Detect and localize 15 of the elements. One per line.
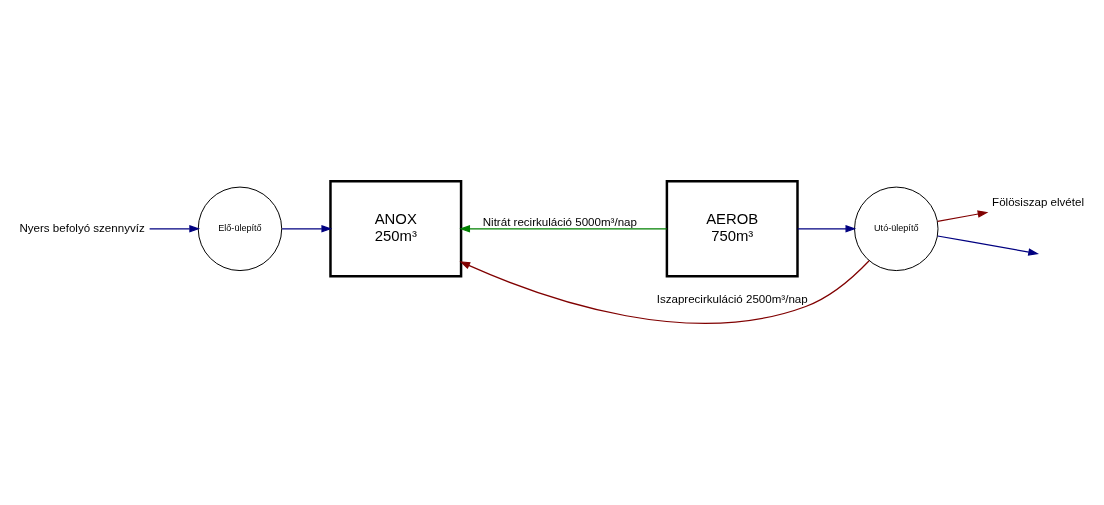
node-box: ANOX 250m³ xyxy=(329,180,463,278)
edge-label: Nitrát recirkuláció 5000m³/nap xyxy=(482,215,637,228)
node-text: Fölösiszap elvétel xyxy=(992,196,1084,209)
edge-label: Iszaprecirkuláció 2500m³/nap xyxy=(656,293,808,306)
node-circle: Elő-ülepítő xyxy=(197,186,283,272)
arrow xyxy=(281,225,333,233)
arrow xyxy=(459,225,668,233)
node-text: Nyers befolyó szennyvíz xyxy=(19,221,145,234)
arrow xyxy=(937,235,1039,256)
arrow xyxy=(937,210,989,223)
arrow xyxy=(797,225,857,233)
node-circle: Utó-ülepítő xyxy=(854,186,939,272)
arrow xyxy=(459,260,870,324)
node-box: AEROB 750m³ xyxy=(665,180,799,278)
arrow xyxy=(149,225,201,233)
